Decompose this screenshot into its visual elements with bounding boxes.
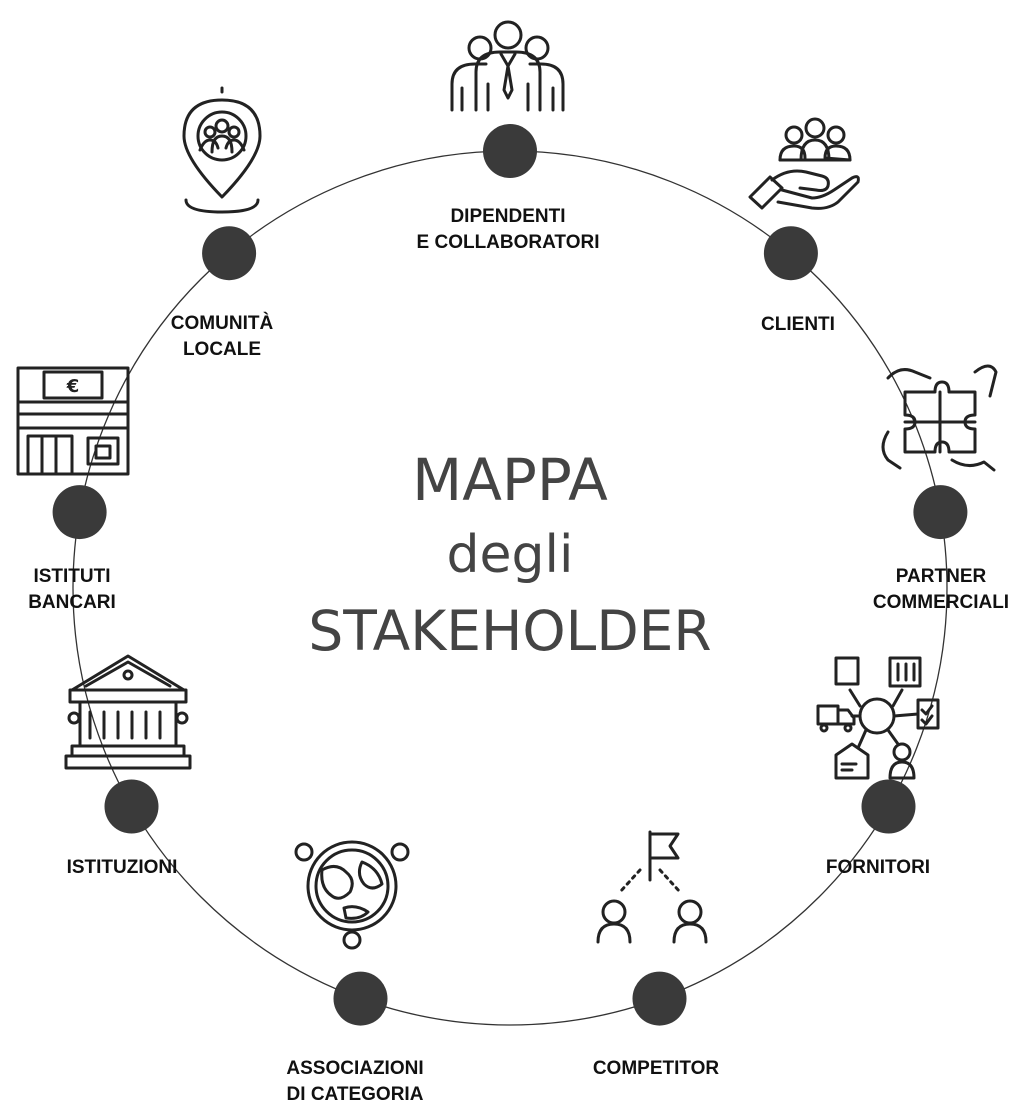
- clients-hand-icon: [748, 117, 860, 210]
- stakeholder-label-competitor: COMPETITOR: [592, 1058, 720, 1079]
- stakeholder-dot-comunita: [202, 226, 257, 281]
- stakeholder-label-clienti: CLIENTI: [761, 314, 835, 335]
- stakeholder-label-comunita: COMUNITÀ LOCALE: [170, 313, 274, 360]
- community-pin-icon: [182, 86, 262, 214]
- stakeholder-dot-associazioni: [333, 971, 388, 1026]
- title-line-degli: degli: [446, 525, 574, 585]
- stakeholder-dot-partner: [913, 485, 968, 540]
- stakeholder-label-bancari: ISTITUTI BANCARI: [28, 566, 116, 613]
- svg-text:€: €: [66, 376, 80, 397]
- title-line-stakeholder: STAKEHOLDER: [308, 599, 712, 663]
- stakeholder-label-fornitori: FORNITORI: [825, 857, 931, 878]
- stakeholder-label-partner: PARTNER COMMERCIALI: [872, 566, 1010, 613]
- globe-people-icon: [294, 840, 410, 950]
- flag-competitors-icon: [596, 830, 708, 944]
- bank-storefront-icon: €: [16, 366, 130, 476]
- government-building-icon: [64, 654, 192, 770]
- stakeholder-label-associazioni: ASSOCIAZIONI DI CATEGORIA: [286, 1058, 424, 1105]
- employees-group-icon: [450, 20, 565, 112]
- puzzle-hands-icon: [881, 364, 998, 472]
- stakeholder-dot-dipendenti: [483, 124, 537, 178]
- stakeholder-dot-bancari: [52, 485, 107, 540]
- stakeholder-dot-istituzioni: [104, 779, 159, 834]
- stakeholder-label-istituzioni: ISTITUZIONI: [66, 857, 178, 878]
- stakeholder-dot-competitor: [632, 971, 687, 1026]
- stakeholder-dot-fornitori: [861, 779, 916, 834]
- supply-network-icon: [816, 656, 940, 780]
- title-line-mappa: MAPPA: [412, 446, 608, 514]
- stakeholder-label-dipendenti: DIPENDENTI E COLLABORATORI: [416, 206, 600, 253]
- stakeholder-ring: [72, 150, 948, 1026]
- stakeholder-dot-clienti: [763, 226, 818, 281]
